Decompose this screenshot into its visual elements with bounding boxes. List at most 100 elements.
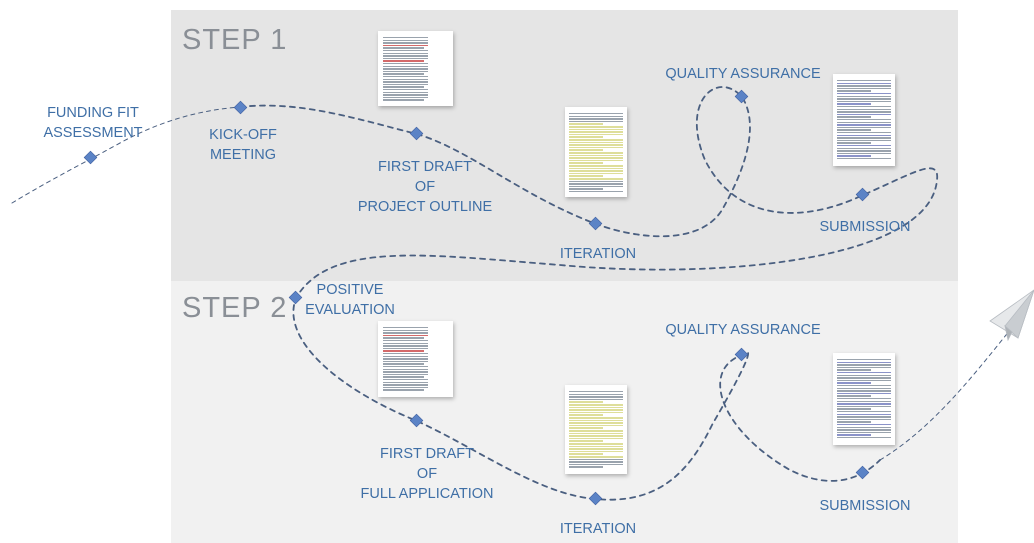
document-text-line <box>382 94 428 96</box>
document-text-line <box>568 424 624 427</box>
document-text-line <box>836 126 892 129</box>
step-2-panel <box>171 281 958 543</box>
step-1-panel <box>171 10 958 281</box>
document-text-line <box>568 133 624 136</box>
iteration-2-label: ITERATION <box>552 519 644 539</box>
document-text-line <box>382 50 428 52</box>
first-draft-full-diamond-icon <box>409 413 424 428</box>
document-text-line <box>568 427 603 429</box>
document-text-line <box>836 134 892 136</box>
document-text-line <box>836 418 892 421</box>
funding-fit-label-line-1: FUNDING FIT <box>47 105 139 121</box>
document-text-line <box>382 373 428 376</box>
document-text-line <box>568 120 624 123</box>
document-text-line <box>382 329 428 331</box>
document-text-line <box>568 183 624 185</box>
document-text-line <box>382 340 428 342</box>
document-text-line <box>382 47 424 49</box>
document-text-line <box>568 123 603 125</box>
document-text-line <box>382 353 428 355</box>
document-text-line <box>836 98 892 100</box>
document-text-line <box>836 121 892 123</box>
document-text-line <box>836 93 892 95</box>
document-text-line <box>382 350 424 352</box>
document-text-line <box>568 393 624 395</box>
document-text-line <box>382 386 428 389</box>
document-text-line <box>568 458 624 460</box>
document-text-line <box>568 175 603 177</box>
document-text-line <box>568 159 624 162</box>
document-text-line <box>382 57 428 60</box>
outline-iteration-document-icon <box>565 107 627 197</box>
document-text-line <box>568 131 624 133</box>
document-text-line <box>836 408 871 410</box>
kickoff-diamond-icon <box>233 100 248 115</box>
document-text-line <box>382 376 424 378</box>
outline-draft-document-icon <box>378 31 453 106</box>
document-text-line <box>836 398 892 400</box>
document-text-line <box>568 437 624 440</box>
document-text-line <box>568 152 624 154</box>
document-text-line <box>568 136 603 138</box>
document-text-line <box>836 132 892 134</box>
document-text-line <box>836 95 892 97</box>
document-text-line <box>382 89 428 91</box>
document-text-line <box>568 463 624 466</box>
document-text-line <box>836 142 871 144</box>
document-text-line <box>568 118 624 120</box>
document-text-line <box>382 68 428 70</box>
document-text-line <box>836 366 892 369</box>
funding-fit-diamond-icon <box>83 150 98 165</box>
first-draft-full-label-line-3: FULL APPLICATION <box>360 486 494 502</box>
document-text-line <box>836 369 871 371</box>
document-text-line <box>568 456 624 458</box>
document-text-line <box>836 426 892 428</box>
document-text-line <box>382 360 428 363</box>
kickoff-label-line-2: MEETING <box>209 147 277 163</box>
document-text-line <box>568 461 624 463</box>
document-text-line <box>568 396 624 398</box>
document-text-line <box>382 52 428 54</box>
positive-evaluation-label-line-1: POSITIVE <box>316 282 384 298</box>
quality-assurance-1-label: QUALITY ASSURANCE <box>662 64 824 84</box>
document-text-line <box>382 63 428 65</box>
step-2-title: STEP 2 <box>182 292 288 324</box>
outline-submission-document-icon <box>833 74 895 166</box>
document-text-line <box>836 137 892 139</box>
document-text-line <box>382 70 428 73</box>
document-text-line <box>568 450 624 453</box>
document-text-line <box>568 453 603 455</box>
document-text-line <box>836 372 892 374</box>
document-text-line <box>836 129 871 131</box>
full-iteration-document-icon <box>565 385 627 474</box>
document-text-line <box>382 358 428 360</box>
document-text-line <box>382 42 428 44</box>
first-draft-full-label-line-2: OF <box>416 466 438 482</box>
document-text-line <box>568 443 624 445</box>
document-text-line <box>382 76 428 78</box>
submission-1-label-line-1: SUBMISSION <box>819 219 911 235</box>
document-text-line <box>568 404 624 406</box>
document-text-line <box>568 406 624 409</box>
full-submission-document-icon <box>833 353 895 445</box>
document-text-line <box>568 185 624 188</box>
document-text-line <box>382 78 428 80</box>
document-text-line <box>568 188 603 190</box>
document-text-line <box>836 431 892 434</box>
document-text-line <box>836 139 892 142</box>
document-text-line <box>382 65 428 67</box>
document-text-line <box>382 379 428 381</box>
iteration-1-label: ITERATION <box>552 244 644 264</box>
document-text-line <box>382 355 428 357</box>
document-text-line <box>836 100 892 103</box>
first-draft-outline-label-line-1: FIRST DRAFT <box>378 159 472 175</box>
document-text-line <box>836 116 871 118</box>
quality-assurance-2-diamond-icon <box>734 347 749 362</box>
document-text-line <box>382 39 428 41</box>
document-text-line <box>382 363 424 365</box>
submission-2-label: SUBMISSION <box>815 496 915 516</box>
